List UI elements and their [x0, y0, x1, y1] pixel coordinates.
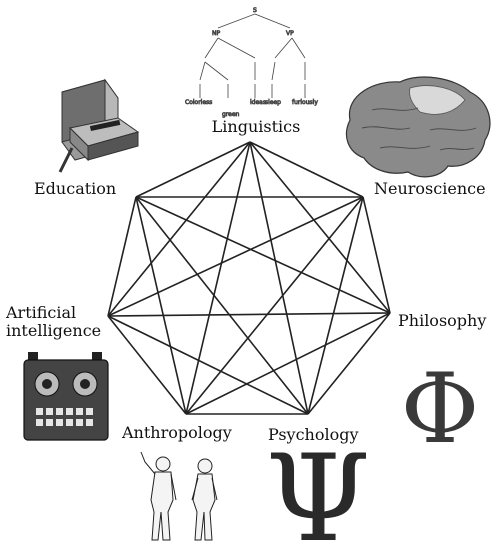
human-figures-icon: [140, 451, 218, 541]
edge: [249, 141, 309, 415]
edge: [135, 141, 251, 198]
node-label-linguistics: Linguistics: [211, 117, 301, 136]
robot-face-icon: [23, 352, 109, 441]
robot-mouth-cell: [56, 408, 63, 415]
robot-mouth-cell: [56, 419, 63, 426]
robot-mouth-cell: [86, 408, 93, 415]
node-label-psychology: Psychology: [268, 425, 359, 444]
psi-symbol-icon: Ψ: [265, 430, 370, 549]
tree-leaf-4: sleep: [265, 99, 281, 106]
robot-mouth-cell: [76, 419, 83, 426]
edge: [249, 141, 391, 314]
tree-np: NP: [212, 30, 220, 37]
edge: [107, 141, 251, 317]
node-label-ai: Artificial intelligence: [6, 304, 101, 340]
brain-icon: [345, 76, 491, 178]
robot-mouth-cell: [66, 419, 73, 426]
tree-leaf-1: Colorless: [185, 99, 212, 106]
edge: [249, 141, 364, 198]
phi-symbol-icon: Φ: [401, 353, 480, 465]
node-label-education: Education: [34, 179, 117, 198]
node-label-ai-line2: intelligence: [6, 321, 102, 340]
books-icon: [58, 78, 140, 173]
edge: [185, 312, 391, 415]
edge: [107, 196, 137, 317]
edge: [135, 196, 187, 415]
edge: [185, 141, 251, 415]
robot-mouth-cell: [36, 408, 43, 415]
edge: [135, 196, 309, 415]
robot-mouth-cell: [46, 419, 53, 426]
edge: [107, 196, 364, 317]
connection-edges: [107, 141, 391, 415]
robot-mouth-cell: [86, 419, 93, 426]
edge: [307, 312, 391, 415]
tree-leaf-2: green: [222, 111, 240, 118]
tree-leaf-3: ideas: [250, 99, 266, 106]
node-label-philosophy: Philosophy: [398, 311, 487, 330]
node-label-anthropology: Anthropology: [122, 423, 232, 442]
edge: [135, 196, 391, 314]
robot-mouth-cell: [66, 408, 73, 415]
edge: [362, 196, 391, 314]
robot-mouth-cell: [76, 408, 83, 415]
edge: [107, 312, 391, 317]
robot-mouth-cell: [46, 408, 53, 415]
edge: [107, 315, 187, 415]
tree-leaf-5: furiously: [292, 99, 318, 106]
tree-root: S: [253, 7, 257, 14]
edge: [185, 196, 364, 415]
node-label-neuroscience: Neuroscience: [374, 179, 486, 198]
parse-tree-icon: S NP VP Colorless green ideas sleep furi…: [185, 7, 319, 119]
robot-mouth-cell: [36, 419, 43, 426]
tree-vp: VP: [286, 30, 294, 37]
node-label-ai-line1: Artificial: [6, 303, 77, 322]
edge: [307, 196, 364, 415]
edge: [107, 315, 309, 415]
